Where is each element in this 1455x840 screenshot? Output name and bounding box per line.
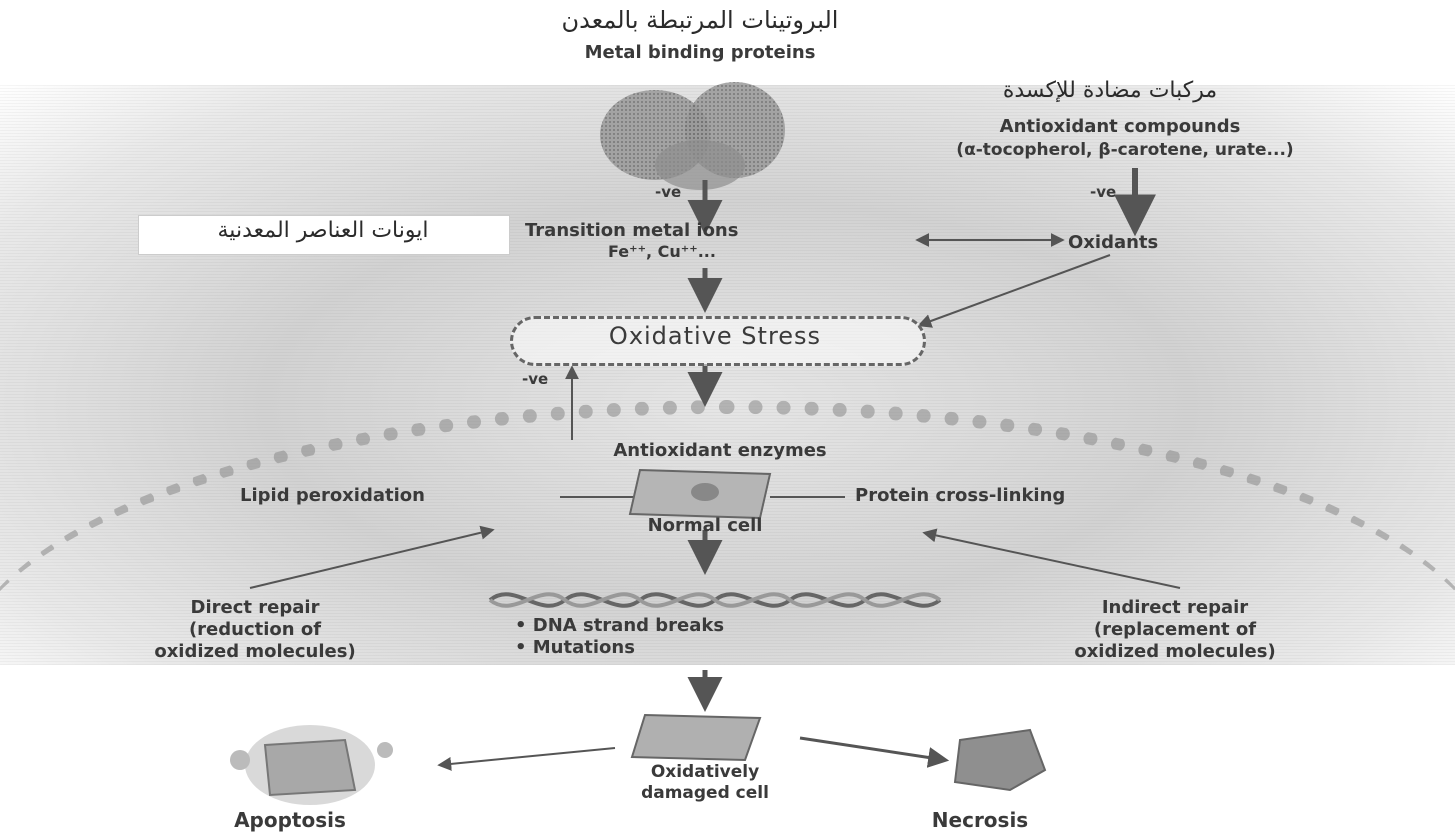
metal-proteins-label: Metal binding proteins bbox=[530, 42, 870, 63]
metal-binding-protein-shape bbox=[600, 82, 785, 190]
indirect-repair-line2: (replacement of bbox=[990, 619, 1360, 641]
arrow-to-apoptosis bbox=[440, 748, 615, 765]
antioxidant-compounds-arabic: مركبات مضادة للإكسدة bbox=[960, 78, 1260, 103]
dna-strand-breaks: • DNA strand breaks bbox=[515, 615, 724, 637]
transition-metal-label: Transition metal ions bbox=[525, 220, 738, 241]
mutations: • Mutations bbox=[515, 637, 724, 659]
neg-effect-left: -ve bbox=[655, 183, 681, 201]
arrow-to-necrosis bbox=[800, 738, 945, 760]
direct-repair-title: Direct repair bbox=[90, 597, 420, 619]
indirect-repair-title: Indirect repair bbox=[990, 597, 1360, 619]
lipid-peroxidation-label: Lipid peroxidation bbox=[240, 485, 425, 506]
damaged-cell-shape bbox=[632, 715, 760, 760]
direct-repair-block: Direct repair (reduction of oxidized mol… bbox=[90, 597, 420, 663]
normal-cell-label: Normal cell bbox=[590, 515, 820, 536]
metal-proteins-arabic: البروتينات المرتبطة بالمعدن bbox=[530, 6, 870, 34]
protein-cross-linking-label: Protein cross-linking bbox=[855, 485, 1065, 506]
oxidants-label: Oxidants bbox=[1068, 232, 1158, 253]
indirect-repair-line3: oxidized molecules) bbox=[990, 641, 1360, 663]
dna-effects-block: • DNA strand breaks • Mutations bbox=[515, 615, 724, 659]
necrosis-shape bbox=[955, 730, 1045, 790]
damaged-cell-line1: Oxidatively bbox=[590, 762, 820, 783]
direct-repair-line2: (reduction of bbox=[90, 619, 420, 641]
damaged-cell-line2: damaged cell bbox=[590, 783, 820, 804]
neg-effect-stress: -ve bbox=[522, 370, 548, 388]
necrosis-label: Necrosis bbox=[880, 808, 1080, 832]
apoptosis-shape bbox=[230, 725, 393, 805]
antioxidant-compounds-label: Antioxidant compounds bbox=[900, 116, 1340, 137]
antioxidant-examples: (α-tocopherol, β-carotene, urate...) bbox=[830, 140, 1420, 160]
oxidative-stress-label: Oxidative Stress bbox=[510, 322, 920, 350]
damaged-cell-block: Oxidatively damaged cell bbox=[590, 762, 820, 804]
neg-effect-right: -ve bbox=[1090, 183, 1116, 201]
direct-repair-line3: oxidized molecules) bbox=[90, 641, 420, 663]
transition-metal-ions: Fe⁺⁺, Cu⁺⁺... bbox=[608, 242, 716, 261]
antioxidant-enzymes-label: Antioxidant enzymes bbox=[520, 440, 920, 461]
transition-metal-arabic: ايونات العناصر المعدنية bbox=[138, 218, 508, 243]
arrow-oxidants-to-stress bbox=[920, 255, 1110, 325]
indirect-repair-block: Indirect repair (replacement of oxidized… bbox=[990, 597, 1360, 663]
arrow-indirect-repair bbox=[925, 533, 1180, 588]
apoptosis-label: Apoptosis bbox=[190, 808, 390, 832]
arrow-direct-repair bbox=[250, 530, 492, 588]
